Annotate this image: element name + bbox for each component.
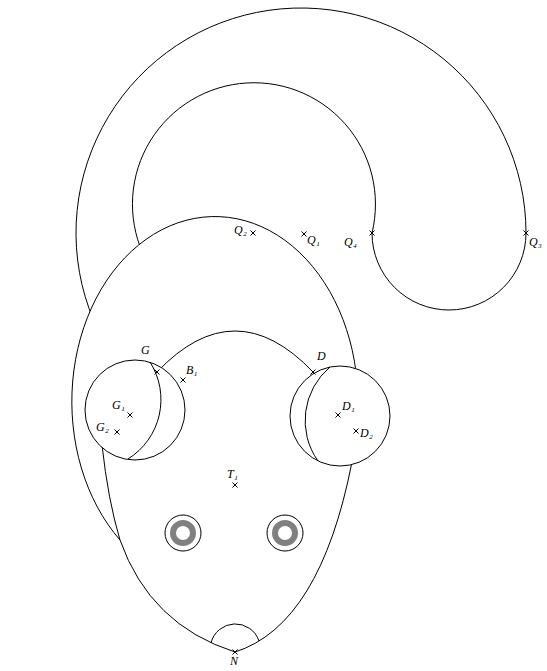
point-label: D₂ (360, 427, 373, 439)
right-ear-inner-arc (305, 367, 330, 461)
point-label: T₁ (227, 468, 238, 480)
left-eye (165, 515, 201, 551)
point-label: Q₂ (234, 224, 247, 236)
point-marks (115, 231, 529, 655)
left-ear (85, 360, 185, 460)
right-ear (290, 366, 390, 466)
eye-outline (267, 515, 303, 551)
eye-ring (173, 523, 193, 543)
right-eye (267, 515, 303, 551)
point-label: D₁ (342, 400, 355, 412)
point-label: B₁ (186, 364, 198, 376)
nose-arc (211, 624, 259, 643)
point-label: D (317, 350, 326, 362)
point-label: G (141, 344, 150, 356)
point-label: Q₄ (344, 236, 357, 248)
point-label: G₂ (96, 421, 109, 433)
tail-end-arc (372, 233, 526, 310)
left-ear-inner-arc (128, 362, 161, 459)
point-label: Q₃ (529, 236, 542, 248)
point-label: N (230, 655, 238, 667)
eye-outline (165, 515, 201, 551)
eye-ring (275, 523, 295, 543)
point-label: Q₁ (307, 234, 320, 246)
point-label: G₁ (112, 399, 125, 411)
